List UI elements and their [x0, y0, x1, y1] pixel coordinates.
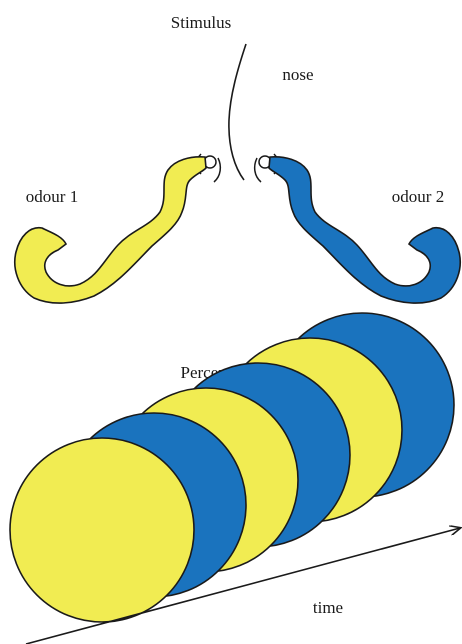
nose-outline	[229, 44, 246, 180]
percept-disc-1	[10, 438, 194, 622]
odour-1-label: odour 1	[26, 187, 78, 206]
stimulus-title: Stimulus	[171, 13, 231, 32]
nose-label: nose	[282, 65, 313, 84]
time-axis-label: time	[313, 598, 343, 617]
odour-1-plume	[15, 157, 206, 303]
odour-2-label: odour 2	[392, 187, 444, 206]
odour-2-plume	[269, 157, 460, 303]
percept-disc-sequence	[10, 313, 454, 622]
